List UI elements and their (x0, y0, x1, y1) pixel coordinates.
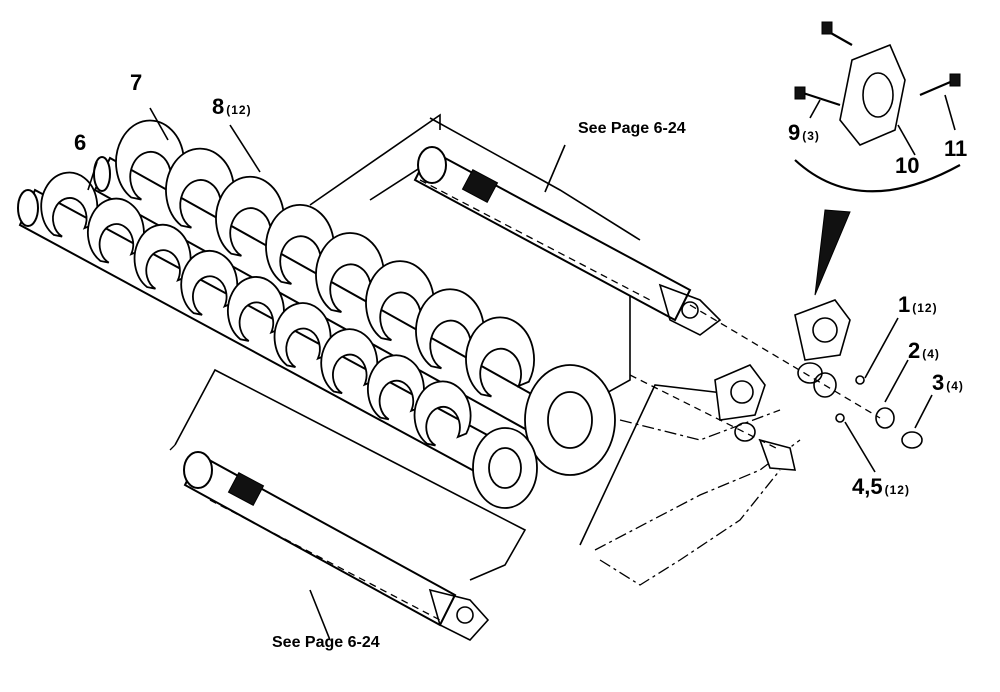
leader-lines (87, 94, 956, 641)
callout-8: 8(12) (212, 94, 252, 119)
callout-7: 7 (130, 70, 143, 95)
auger-flight (413, 380, 472, 447)
drive-tube-lower (183, 451, 490, 641)
bearing-assembly (629, 299, 923, 471)
drive-tube-upper (413, 146, 722, 336)
auger-lower (17, 171, 538, 509)
callout-4-5: 4,5(12) (852, 474, 910, 499)
callout-6: 6 (74, 130, 87, 155)
callout-9: 9(3) (788, 120, 820, 145)
auger-flight (465, 316, 535, 398)
reference-bottom: See Page 6-24 (272, 634, 380, 651)
reference-top: See Page 6-24 (578, 120, 686, 137)
detail-zoom (794, 21, 961, 296)
callout-10: 10 (895, 153, 920, 178)
callout-3: 3(4) (932, 370, 964, 395)
callout-1: 1(12) (898, 292, 938, 317)
callout-2: 2(4) (908, 338, 940, 363)
auger-upper (93, 119, 616, 476)
callout-11: 11 (944, 136, 968, 161)
